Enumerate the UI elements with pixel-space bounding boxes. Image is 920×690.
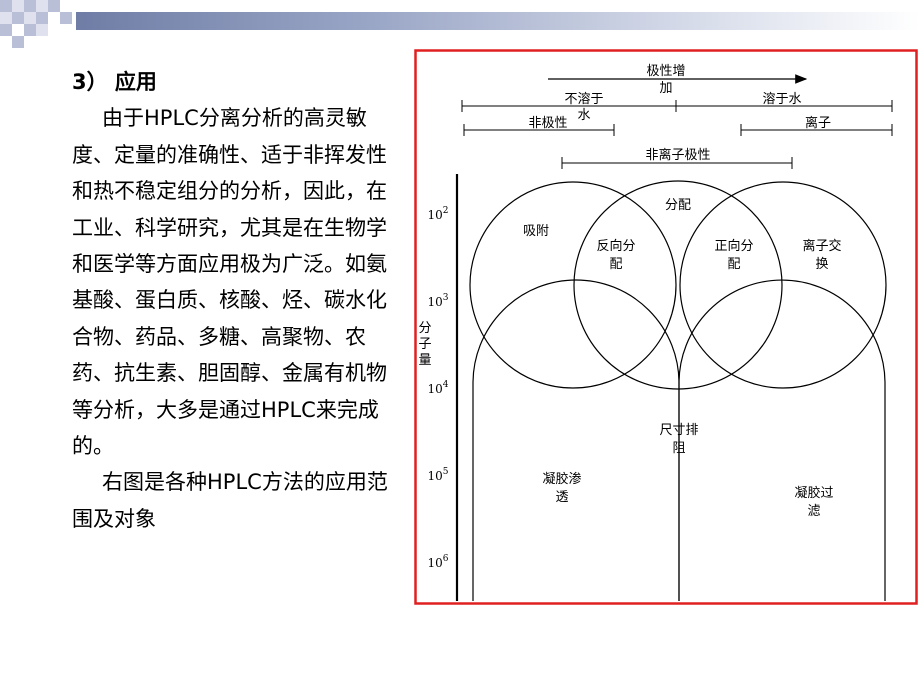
partition-label: 分配 — [665, 198, 691, 213]
paragraph-applications: 由于HPLC分离分析的高灵敏度、定量的准确性、适于非挥发性和热不稳定组分的分析，… — [72, 106, 387, 459]
tick-label: 105 — [427, 467, 448, 483]
insoluble-label-2: 水 — [577, 108, 590, 123]
tick-label: 104 — [427, 380, 448, 396]
partition-region — [573, 180, 783, 390]
hplc-methods-diagram: 极性增 加 不溶于 水 溶于水 非极性 离子 非离子极性 分 子 量 102 1… — [414, 49, 918, 605]
title-gradient-bar — [76, 12, 920, 30]
diagram-border — [414, 49, 918, 605]
polarity-label-1: 极性增 — [646, 64, 685, 79]
gel-filtration-region — [678, 279, 886, 601]
axis-label-char-2: 子 — [418, 337, 431, 352]
reverse-phase-label-1: 反向分 — [596, 238, 635, 254]
paragraph-figure-note: 右图是各种HPLC方法的应用范围及对象 — [72, 470, 388, 531]
nonpolar-label: 非极性 — [528, 116, 567, 131]
ionic-label: 离子 — [805, 115, 831, 131]
gel-permeation-label-2: 透 — [555, 490, 568, 505]
ion-exchange-label-1: 离子交 — [802, 238, 841, 254]
gel-permeation-label-1: 凝胶渗 — [542, 471, 581, 487]
tick-label: 106 — [427, 554, 448, 570]
adsorption-region — [469, 181, 677, 389]
ion-exchange-label-2: 换 — [815, 257, 828, 272]
reverse-phase-label-2: 配 — [609, 257, 622, 272]
gel-filtration-label-1: 凝胶过 — [794, 485, 833, 501]
size-exclusion-label-2: 阻 — [672, 441, 685, 456]
gel-filtration-label-2: 滤 — [807, 504, 820, 519]
ion-exchange-region — [679, 181, 887, 389]
soluble-label: 溶于水 — [762, 92, 801, 107]
tick-label: 102 — [427, 206, 448, 222]
axis-label-char-3: 量 — [418, 353, 431, 368]
polarity-label-2: 加 — [659, 81, 672, 96]
tick-label: 103 — [427, 293, 448, 309]
section-heading: 3） 应用 — [72, 70, 157, 94]
gel-permeation-region — [472, 279, 680, 601]
corner-checker-decoration — [0, 0, 72, 48]
normal-phase-label-1: 正向分 — [714, 238, 753, 254]
axis-label-char-1: 分 — [418, 321, 431, 336]
nonionic-polar-label: 非离子极性 — [645, 147, 710, 163]
text-column: 3） 应用 由于HPLC分离分析的高灵敏度、定量的准确性、适于非挥发性和热不稳定… — [72, 64, 392, 537]
size-exclusion-label-1: 尺寸排 — [659, 423, 698, 438]
insoluble-label-1: 不溶于 — [564, 92, 603, 107]
normal-phase-label-2: 配 — [727, 257, 740, 272]
adsorption-label: 吸附 — [523, 224, 549, 239]
